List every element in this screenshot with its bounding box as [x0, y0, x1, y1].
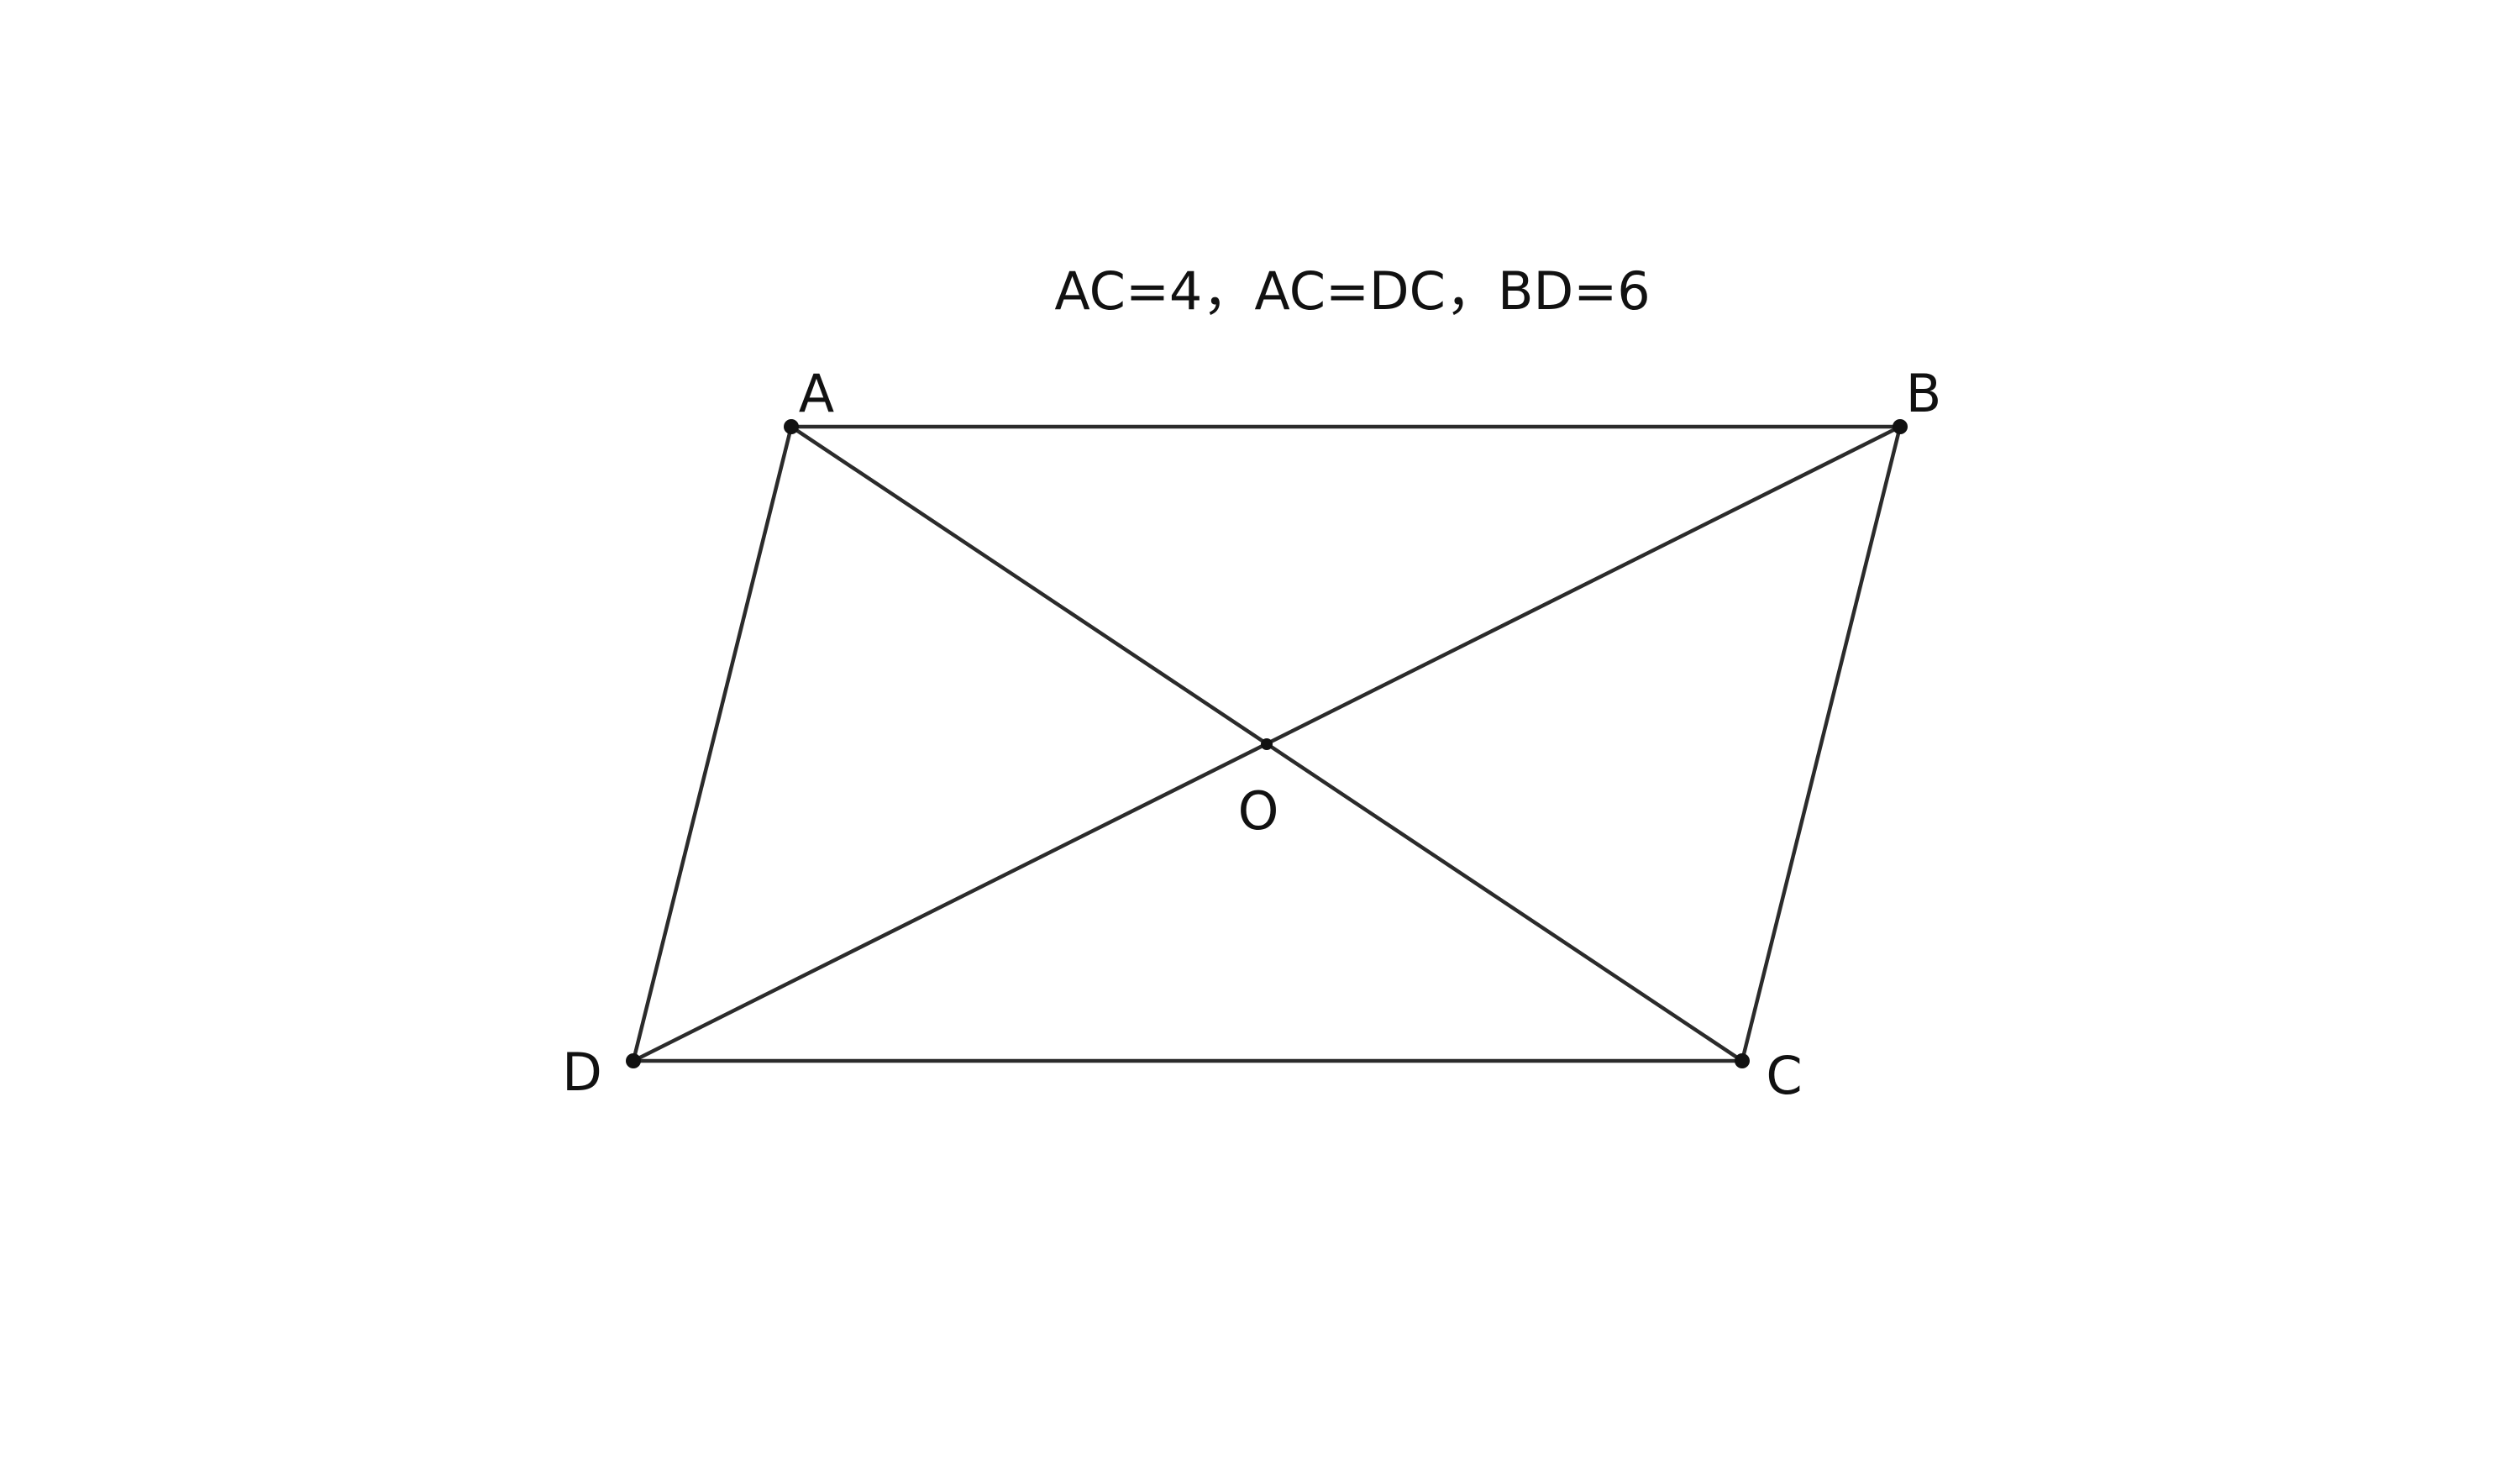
label-c: C — [1766, 1045, 1802, 1106]
point-o — [1261, 738, 1273, 750]
label-b: B — [1906, 363, 1942, 424]
point-a — [784, 419, 799, 434]
caption-text: AC=4，AC=DC，BD=6 — [1054, 260, 1650, 322]
label-a: A — [799, 363, 834, 424]
point-d — [626, 1053, 641, 1068]
segment-bc — [1740, 424, 1903, 1063]
segment-da — [631, 424, 794, 1063]
point-c — [1735, 1053, 1750, 1068]
label-o: O — [1238, 780, 1279, 842]
labels-layer: A B C D O — [562, 363, 1941, 1106]
label-d: D — [562, 1042, 602, 1103]
points-layer — [626, 419, 1908, 1068]
point-b — [1893, 419, 1908, 434]
